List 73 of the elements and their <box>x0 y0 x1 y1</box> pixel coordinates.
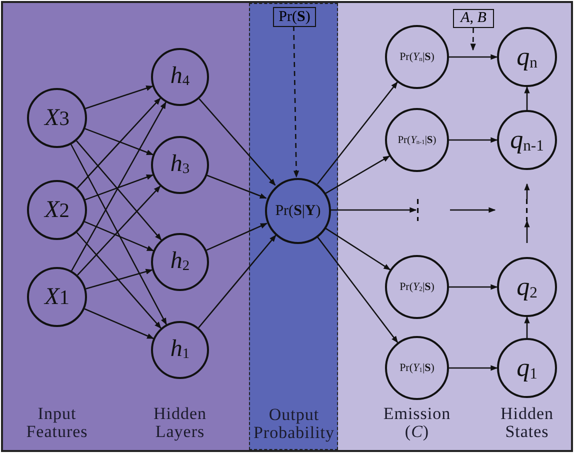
arrow <box>449 284 498 290</box>
circle-node <box>497 257 557 317</box>
arrow <box>449 365 498 371</box>
circle-node <box>27 267 87 327</box>
arrow <box>330 207 417 213</box>
circle-node <box>151 321 209 379</box>
section-label: Output Probability <box>252 406 336 442</box>
panel-background <box>338 3 571 450</box>
circle-node <box>497 27 557 87</box>
circle-node <box>385 255 449 319</box>
circle-node <box>151 136 209 194</box>
arrow <box>198 98 276 186</box>
arrow <box>86 268 153 290</box>
arrow <box>450 207 496 213</box>
arrow <box>524 183 530 199</box>
circle-node <box>385 25 449 89</box>
circle-node <box>27 180 87 240</box>
node-label: h$_{1}$ <box>170 336 190 364</box>
arrow <box>206 174 267 199</box>
circle-node <box>497 110 557 170</box>
arrow <box>316 236 398 344</box>
section-label: Emission (C) <box>382 405 452 441</box>
node-label: Pr(Y$_{2}$|S) <box>400 281 434 293</box>
label-box: Pr(S) <box>273 7 316 27</box>
node-label: q$_{n}$ <box>516 42 538 72</box>
arrow <box>76 140 162 240</box>
arrow <box>70 144 167 326</box>
node-label: q$_{2}$ <box>516 272 538 302</box>
circle-node <box>151 233 209 291</box>
arrow <box>524 316 530 338</box>
arrow <box>85 86 154 110</box>
circle-node <box>385 108 449 172</box>
arrow <box>84 221 154 252</box>
arrow <box>206 222 268 251</box>
arrow <box>325 156 390 194</box>
arrow <box>524 220 530 243</box>
node-label: h$_{3}$ <box>170 151 190 179</box>
circle-node <box>151 48 209 106</box>
node-label: Pr(S|Y) <box>275 202 321 220</box>
panel-background <box>3 3 249 450</box>
arrow <box>449 137 498 143</box>
arrow <box>198 234 276 328</box>
arrow <box>84 308 154 340</box>
circle-node <box>497 338 557 398</box>
arrow <box>84 174 154 200</box>
circle-node <box>385 336 449 400</box>
arrow <box>84 128 154 156</box>
arrow <box>524 86 530 110</box>
label-box: A, B <box>453 9 494 28</box>
arrow <box>76 232 162 329</box>
section-label: Hidden Layers <box>152 405 208 441</box>
node-label: q$_{n-1}$ <box>510 124 544 156</box>
node-label: h$_{2}$ <box>170 248 190 276</box>
arrow <box>324 227 391 270</box>
section-label: Hidden States <box>499 405 555 441</box>
section-label: Input Features <box>25 405 89 441</box>
arrow <box>77 186 161 276</box>
dashed-band <box>249 3 338 450</box>
circle-node <box>265 178 331 244</box>
arrow <box>293 26 300 178</box>
arrow <box>76 98 161 188</box>
arrow <box>71 102 166 272</box>
node-label: h$_{4}$ <box>170 63 190 91</box>
node-label: Pr(Y$_{n-1}$|S) <box>398 134 436 146</box>
node-label: Pr(Y$_{1}$|S) <box>400 362 434 374</box>
arrow <box>316 82 398 184</box>
node-label: Pr(Y$_{n}$|S) <box>400 51 434 63</box>
arrow <box>449 54 498 60</box>
arrow <box>470 28 476 51</box>
circle-node <box>27 88 87 148</box>
node-label: q$_{1}$ <box>516 352 538 384</box>
dashed-bar <box>416 199 420 221</box>
dashed-bar <box>525 199 529 221</box>
